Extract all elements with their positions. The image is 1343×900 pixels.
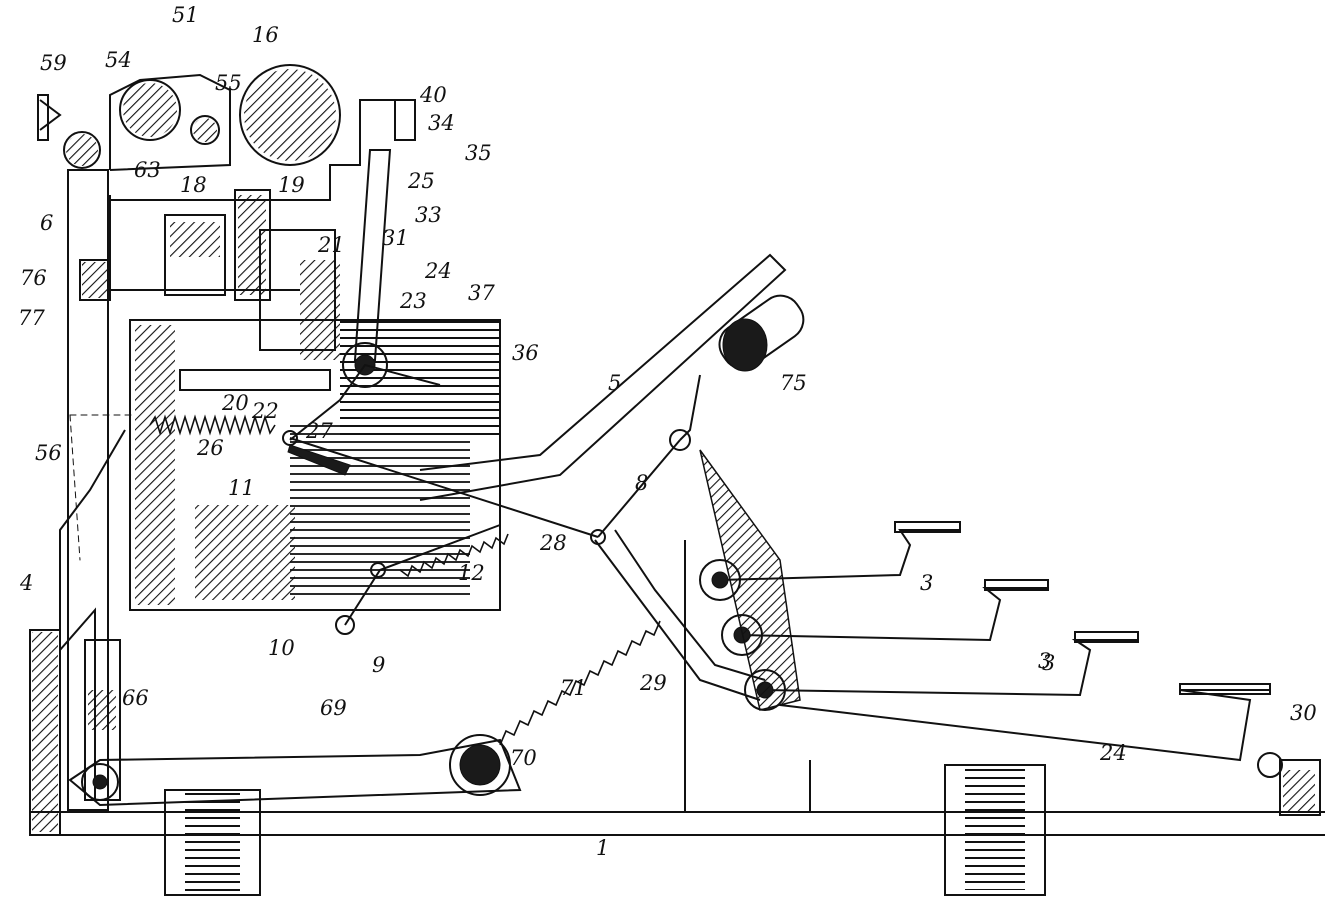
label-26: 26: [196, 436, 224, 460]
guide-4: [59, 259, 136, 640]
label-54: 54: [105, 48, 132, 72]
label-56: 56: [35, 441, 62, 465]
label-71: 71: [560, 676, 587, 700]
label-24b: 24: [1099, 741, 1127, 765]
label-19: 19: [278, 173, 305, 197]
arm-5: [419, 253, 805, 501]
label-66: 66: [122, 686, 149, 710]
label-16: 16: [252, 23, 279, 47]
label-8: 8: [635, 471, 648, 495]
label-3c: 3: [1042, 651, 1055, 675]
label-40: 40: [419, 83, 447, 107]
label-55: 55: [215, 71, 242, 95]
link-8: [597, 439, 681, 538]
link-29: [594, 539, 761, 701]
label-27: 27: [305, 419, 333, 443]
body-10-11: [129, 319, 501, 611]
lever-69: [68, 734, 522, 807]
label-12: 12: [458, 561, 485, 585]
label-59: 59: [40, 51, 67, 75]
reference-numerals: 51 16 59 54 55 40 34 35 63 25 18 19 33 6…: [18, 3, 1317, 860]
label-63: 63: [134, 158, 161, 182]
label-3b: 3: [1038, 649, 1051, 673]
label-9: 9: [372, 653, 385, 677]
label-23: 23: [399, 289, 427, 313]
label-1: 1: [596, 836, 609, 860]
platen-carriage: [37, 64, 416, 360]
label-24: 24: [424, 259, 452, 283]
label-6: 6: [40, 211, 53, 235]
label-20: 20: [221, 391, 249, 415]
label-69: 69: [320, 696, 347, 720]
label-25: 25: [407, 169, 435, 193]
label-36: 36: [512, 341, 539, 365]
label-21: 21: [317, 233, 345, 257]
label-3a: 3: [920, 571, 933, 595]
spring-71: [499, 620, 661, 746]
label-31: 31: [382, 226, 409, 250]
label-76: 76: [20, 266, 47, 290]
lever-24: [282, 149, 441, 476]
label-30: 30: [1290, 701, 1317, 725]
base-frame: [29, 540, 1325, 896]
label-10: 10: [268, 636, 295, 660]
spring-26: [149, 414, 276, 436]
label-37: 37: [468, 281, 495, 305]
label-22: 22: [251, 399, 279, 423]
label-4: 4: [19, 571, 33, 595]
label-77: 77: [18, 306, 45, 330]
label-33: 33: [415, 203, 442, 227]
label-70: 70: [510, 746, 537, 770]
label-5: 5: [608, 371, 621, 395]
label-11: 11: [228, 476, 255, 500]
key-levers: [699, 449, 1283, 778]
label-34: 34: [428, 111, 455, 135]
label-35: 35: [465, 141, 492, 165]
label-51: 51: [172, 3, 199, 27]
label-29: 29: [639, 671, 667, 695]
label-18: 18: [180, 173, 207, 197]
label-75: 75: [780, 371, 807, 395]
label-28: 28: [539, 531, 567, 555]
